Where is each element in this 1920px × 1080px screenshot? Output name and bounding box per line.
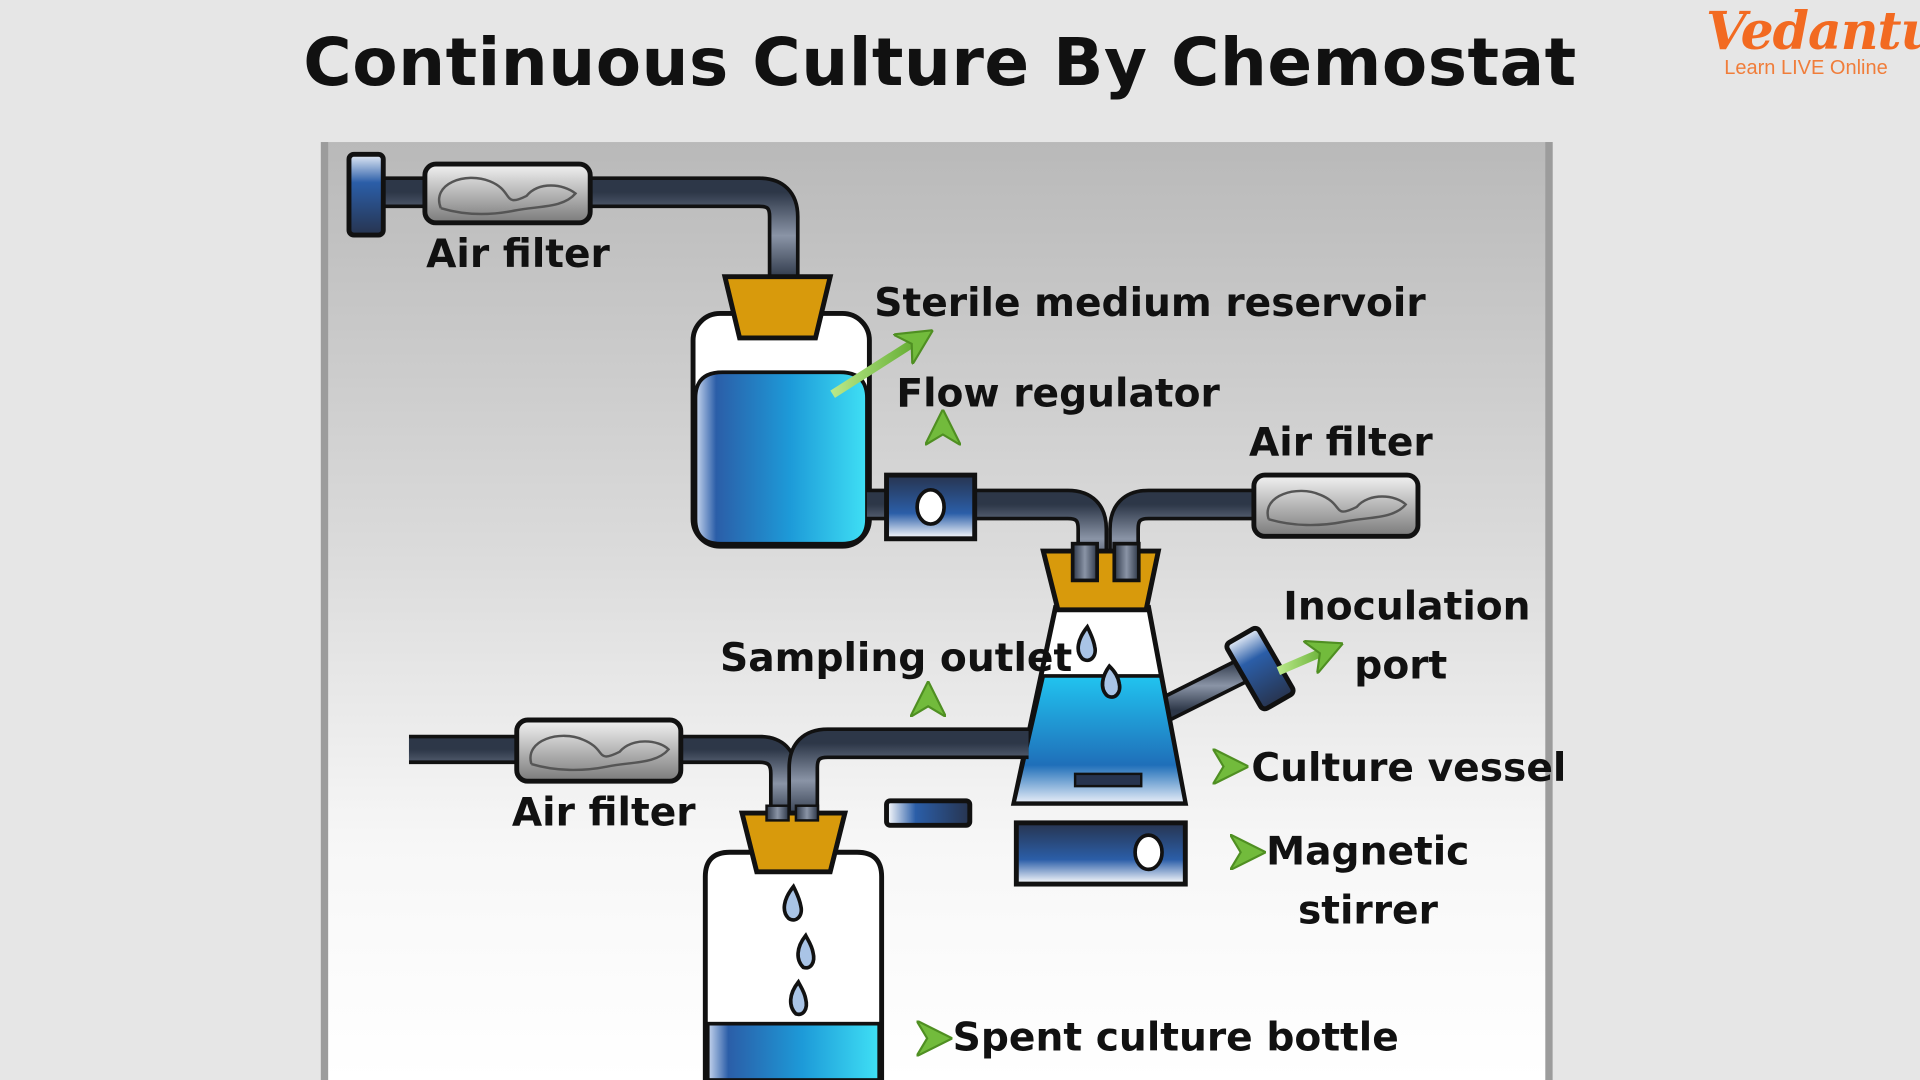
label-sterile-medium-reservoir: Sterile medium reservoir	[874, 281, 1426, 326]
drop-icon	[788, 978, 809, 1017]
sterile-medium-reservoir	[690, 274, 872, 549]
label-inoculation-port-line2: port	[1354, 643, 1447, 688]
spent-bottle-stopper	[738, 810, 849, 875]
filter-fibers-icon	[529, 734, 671, 772]
vedantu-logo[interactable]: Vedantu Learn LIVE Online	[1706, 1, 1920, 79]
label-magnetic-stirrer-line1: Magnetic	[1266, 829, 1469, 874]
arrow-reservoir-icon	[830, 338, 921, 398]
label-air-filter-top: Air filter	[426, 232, 610, 277]
label-inoculation-port-line1: Inoculation	[1283, 585, 1530, 630]
callout-arrows	[830, 338, 1330, 1038]
diagram-panel	[320, 142, 1553, 1080]
diagram-labels: Air filter Sterile medium reservoir Flow…	[426, 232, 1566, 1061]
page-title: Continuous Culture By Chemostat	[303, 24, 1577, 101]
air-filter-bottom	[408, 717, 1029, 818]
drop-icon	[1100, 663, 1122, 699]
drop-icon	[1076, 623, 1097, 663]
label-magnetic-stirrer-line2: stirrer	[1298, 888, 1439, 933]
label-air-filter-bottom: Air filter	[512, 790, 696, 835]
filter-fibers-icon	[1266, 489, 1408, 527]
reservoir-stopper	[721, 274, 834, 341]
inoculation-port	[1224, 625, 1296, 712]
label-sampling-outlet: Sampling outlet	[720, 636, 1072, 681]
logo-tagline: Learn LIVE Online	[1724, 57, 1888, 79]
stir-bar	[1073, 772, 1143, 788]
label-spent-culture-bottle: Spent culture bottle	[953, 1016, 1399, 1061]
spent-culture-bottle	[702, 804, 885, 1080]
flow-regulator	[866, 472, 1109, 574]
label-culture-vessel: Culture vessel	[1251, 746, 1566, 791]
culture-vessel	[1010, 541, 1296, 806]
label-air-filter-right: Air filter	[1249, 421, 1433, 466]
logo-brand: Vedantu	[1706, 1, 1920, 62]
drop-icon	[782, 883, 804, 922]
air-filter-top	[346, 151, 800, 280]
arrow-inoculation-port-icon	[1276, 649, 1329, 675]
label-flow-regulator: Flow regulator	[896, 372, 1220, 417]
filter-fibers-icon	[437, 176, 578, 216]
magnetic-stirrer	[1013, 820, 1188, 887]
sampling-outlet	[884, 798, 973, 828]
air-filter-right	[1108, 472, 1421, 574]
drop-icon	[796, 932, 816, 970]
